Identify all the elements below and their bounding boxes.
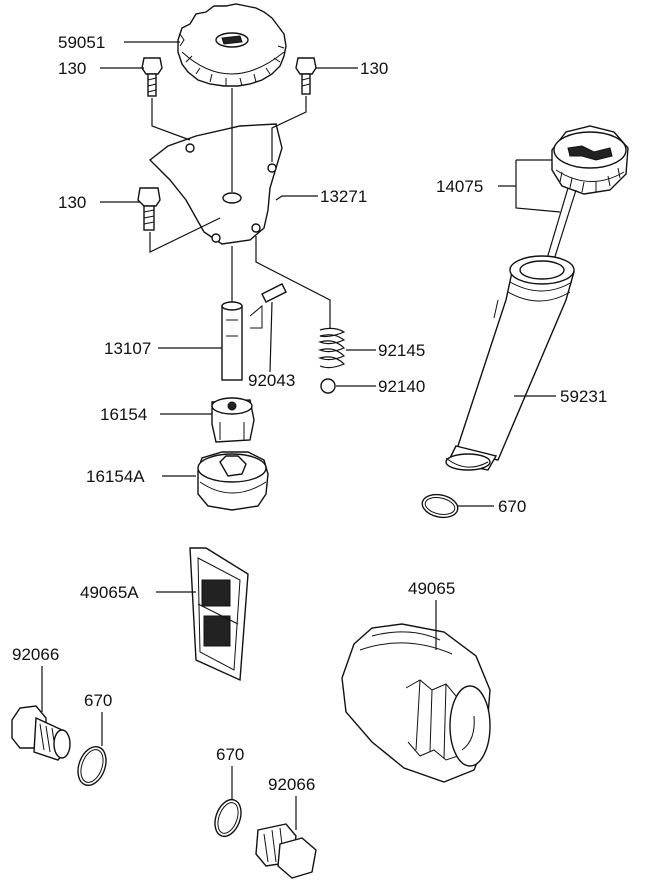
label-49065: 49065 bbox=[408, 579, 455, 598]
pin-13107 bbox=[221, 301, 243, 381]
pin-92043 bbox=[249, 283, 287, 329]
label-92145: 92145 bbox=[378, 341, 425, 360]
label-16154: 16154 bbox=[100, 405, 147, 424]
label-13271: 13271 bbox=[320, 187, 367, 206]
label-59051: 59051 bbox=[58, 33, 105, 52]
label-130-top-right: 130 bbox=[360, 59, 388, 78]
inner-rotor-16154 bbox=[211, 397, 255, 443]
label-670-left: 670 bbox=[84, 691, 112, 710]
label-670-tube: 670 bbox=[498, 497, 526, 516]
cover-plate-13271 bbox=[148, 123, 283, 245]
bolt-130-top-right bbox=[295, 57, 317, 95]
dipstick-cap-14075 bbox=[545, 125, 629, 267]
label-16154A: 16154A bbox=[86, 467, 145, 486]
label-14075: 14075 bbox=[436, 177, 483, 196]
outer-rotor-16154A bbox=[197, 451, 269, 511]
label-92140: 92140 bbox=[378, 377, 425, 396]
o-ring-670-left bbox=[77, 745, 107, 787]
label-59231: 59231 bbox=[560, 387, 607, 406]
label-13107: 13107 bbox=[104, 339, 151, 358]
spring-92145 bbox=[318, 327, 346, 369]
oil-filter-49065 bbox=[341, 623, 491, 783]
o-ring-670-tube bbox=[421, 493, 459, 519]
drain-plug-92066-bottom bbox=[255, 823, 317, 879]
screen-filter-49065A bbox=[189, 547, 249, 682]
gear-59051 bbox=[177, 3, 287, 87]
label-49065A: 49065A bbox=[80, 583, 139, 602]
part-labels: 59051 130 130 130 13271 14075 13107 9204… bbox=[12, 33, 607, 794]
label-670-bottom: 670 bbox=[216, 745, 244, 764]
ball-92140 bbox=[320, 378, 336, 394]
label-92066-bottom: 92066 bbox=[268, 775, 315, 794]
o-ring-670-bottom bbox=[214, 798, 242, 838]
label-92043: 92043 bbox=[248, 371, 295, 390]
label-92066-left: 92066 bbox=[12, 645, 59, 664]
drain-plug-92066-left bbox=[11, 705, 71, 761]
bolt-130-top-left bbox=[141, 57, 163, 97]
label-130-mid-left: 130 bbox=[58, 193, 86, 212]
leader-lines bbox=[41, 41, 561, 830]
label-130-top-left: 130 bbox=[58, 59, 86, 78]
oil-fill-tube-59231 bbox=[445, 255, 575, 471]
bolt-130-mid-left bbox=[137, 187, 161, 231]
